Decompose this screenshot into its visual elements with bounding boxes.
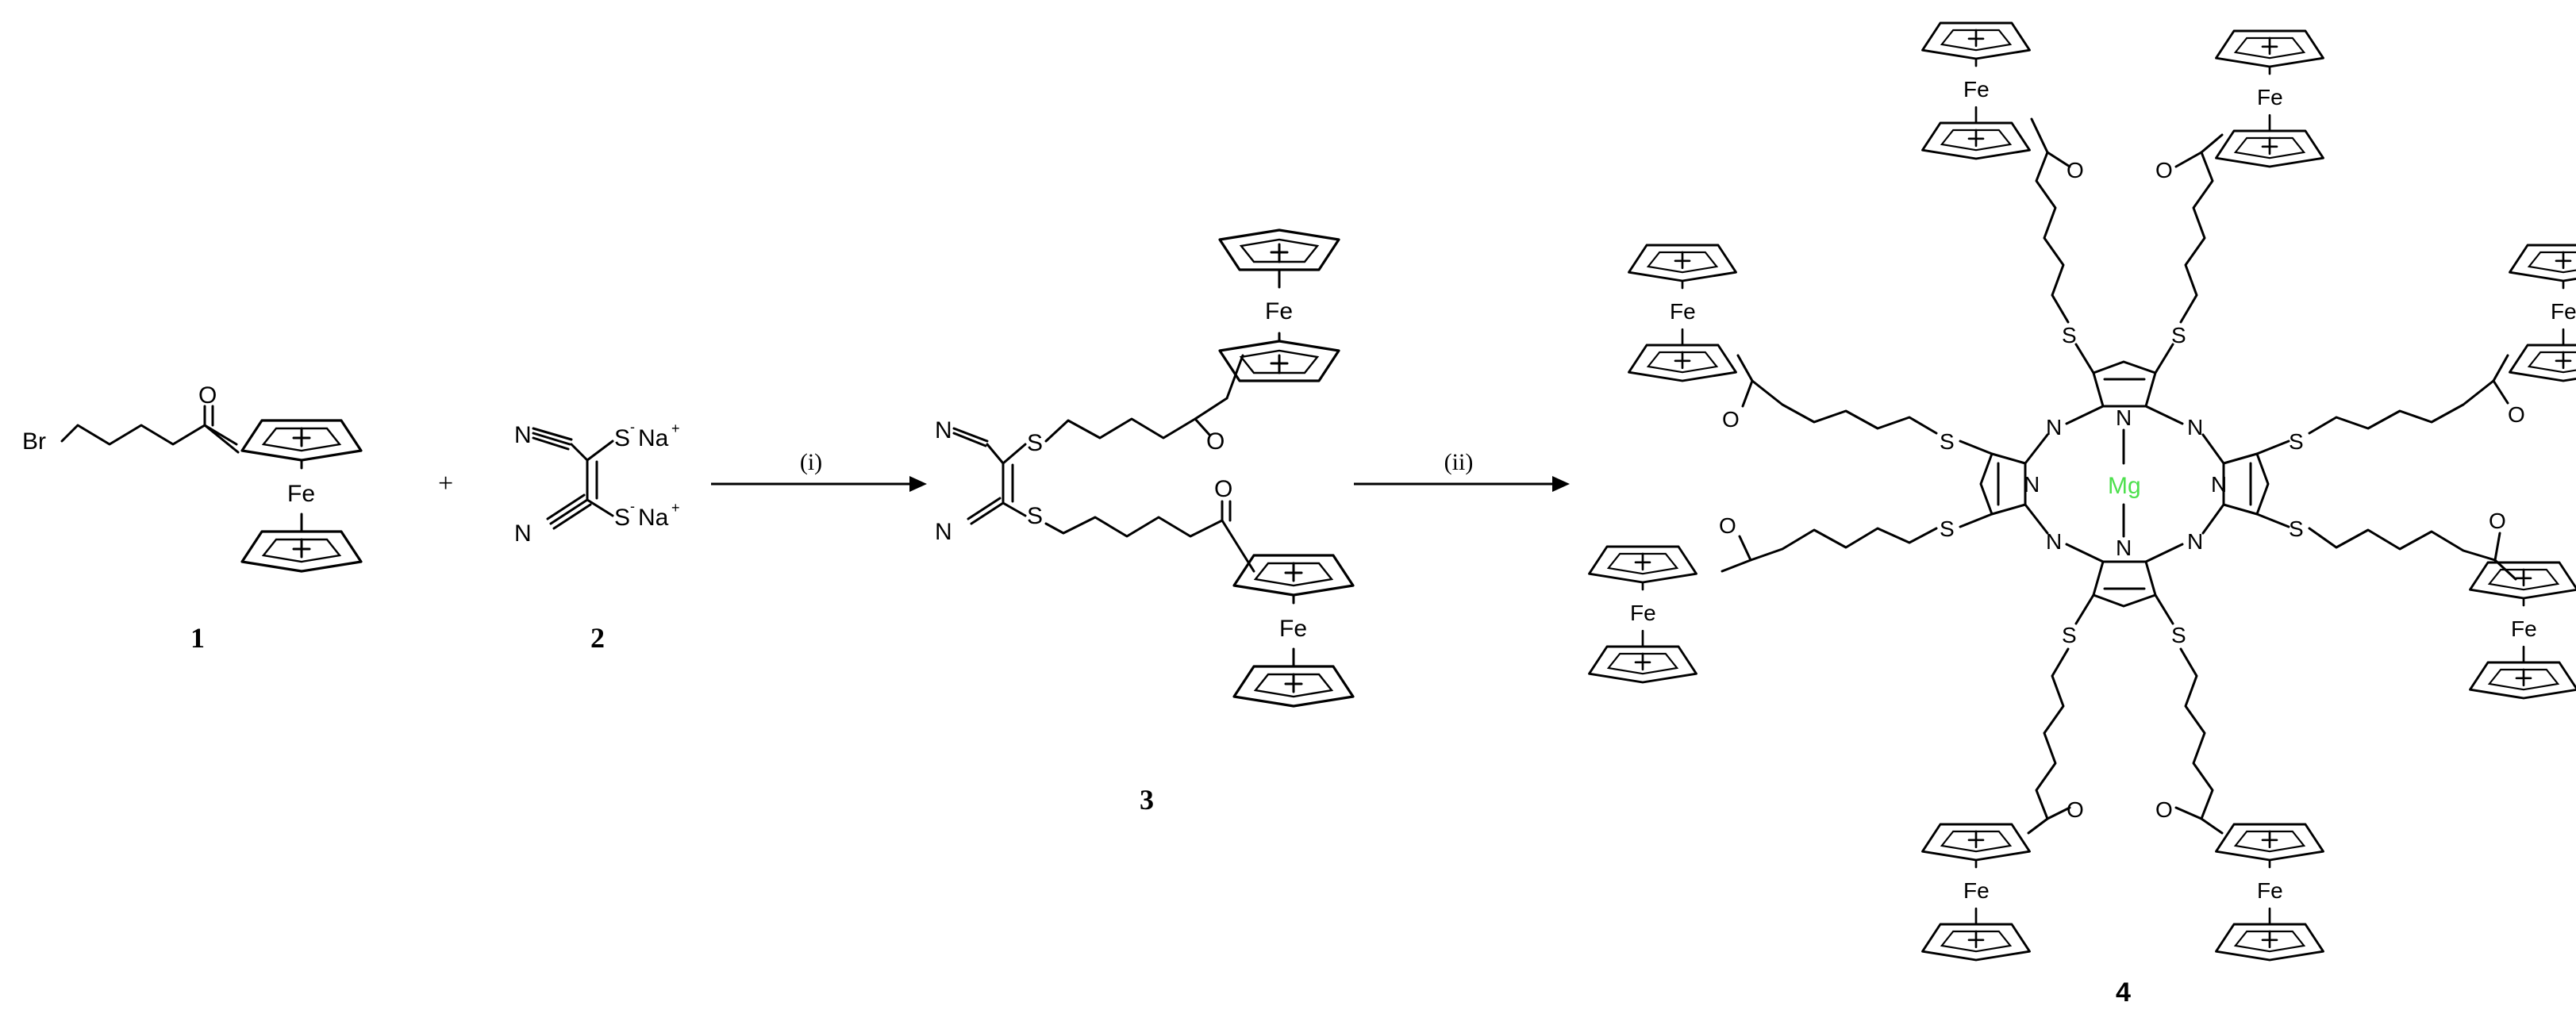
atom-fe: Fe — [1963, 77, 1990, 102]
atom-o: O — [1722, 407, 1740, 432]
atom-fe: Fe — [2551, 299, 2576, 324]
compound-3: N S O Fe S N O Fe 3 — [935, 228, 1355, 816]
atom-n: N — [2187, 529, 2203, 554]
charge-plus: + — [671, 500, 680, 516]
atom-fe: Fe — [1670, 299, 1696, 324]
reaction-arrow-2: (ii) — [1354, 449, 1570, 492]
atom-n: N — [2211, 472, 2227, 497]
atom-mg: Mg — [2108, 473, 2141, 499]
compound-label-3: 3 — [1140, 784, 1154, 816]
atom-o: O — [2489, 509, 2506, 533]
condition-ii: (ii) — [1444, 449, 1474, 475]
compound-label-2: 2 — [590, 622, 605, 654]
atom-n: N — [514, 520, 532, 547]
atom-s: S — [2289, 516, 2304, 541]
compound-4: N N N N N N N N Mg S S S S S S S S — [1588, 21, 2576, 1008]
atom-s: S — [1940, 429, 1955, 454]
atom-n: N — [2116, 536, 2132, 560]
atom-s: S — [1940, 516, 1955, 541]
atom-o: O — [1719, 513, 1736, 538]
atom-na: Na — [638, 425, 669, 451]
plus-sign: + — [438, 469, 453, 498]
compound-2: N S - Na + S - Na + N 2 — [514, 419, 680, 654]
atom-s: S — [614, 425, 630, 451]
atom-o: O — [2155, 158, 2173, 182]
atom-n: N — [2024, 472, 2040, 497]
atom-n: N — [2187, 415, 2203, 440]
atom-fe: Fe — [1630, 601, 1656, 625]
atom-s: S — [2062, 623, 2077, 647]
compound-label-4: 4 — [2116, 977, 2131, 1008]
compound-1: Br O Fe 1 — [22, 382, 363, 654]
atom-fe: Fe — [2257, 85, 2283, 109]
atom-s: S — [614, 505, 630, 531]
atom-br: Br — [22, 428, 46, 455]
atom-fe: Fe — [1265, 298, 1293, 324]
atom-s: S — [2171, 623, 2186, 647]
atom-o: O — [2067, 158, 2084, 182]
charge-plus: + — [671, 420, 680, 436]
atom-n: N — [2046, 415, 2062, 440]
atom-n: N — [514, 422, 532, 448]
atom-n: N — [2046, 529, 2062, 554]
compound-label-1: 1 — [190, 622, 205, 654]
atom-o: O — [2508, 402, 2525, 427]
condition-i: (i) — [800, 449, 822, 475]
porphyrazine-core: N N N N N N N N Mg — [1979, 360, 2270, 608]
charge-minus: - — [630, 419, 635, 435]
atom-n: N — [935, 417, 952, 443]
atom-fe: Fe — [2511, 616, 2537, 641]
atom-o: O — [2155, 797, 2173, 822]
atom-n: N — [2116, 405, 2132, 430]
atom-fe: Fe — [2257, 878, 2283, 903]
atom-s: S — [2171, 323, 2186, 347]
atom-s: S — [1027, 503, 1043, 529]
atom-o: O — [1214, 476, 1232, 502]
atom-o: O — [2067, 797, 2084, 822]
atom-s: S — [2289, 429, 2304, 454]
atom-fe: Fe — [1279, 616, 1307, 642]
atom-fe: Fe — [1963, 878, 1990, 903]
atom-s: S — [2062, 323, 2077, 347]
reaction-arrow-1: (i) — [711, 449, 927, 492]
atom-o: O — [1206, 428, 1225, 455]
atom-fe: Fe — [287, 481, 315, 507]
atom-n: N — [935, 519, 952, 545]
atom-o: O — [198, 382, 217, 409]
atom-s: S — [1027, 430, 1043, 456]
charge-minus: - — [630, 498, 635, 514]
atom-na: Na — [638, 505, 669, 531]
